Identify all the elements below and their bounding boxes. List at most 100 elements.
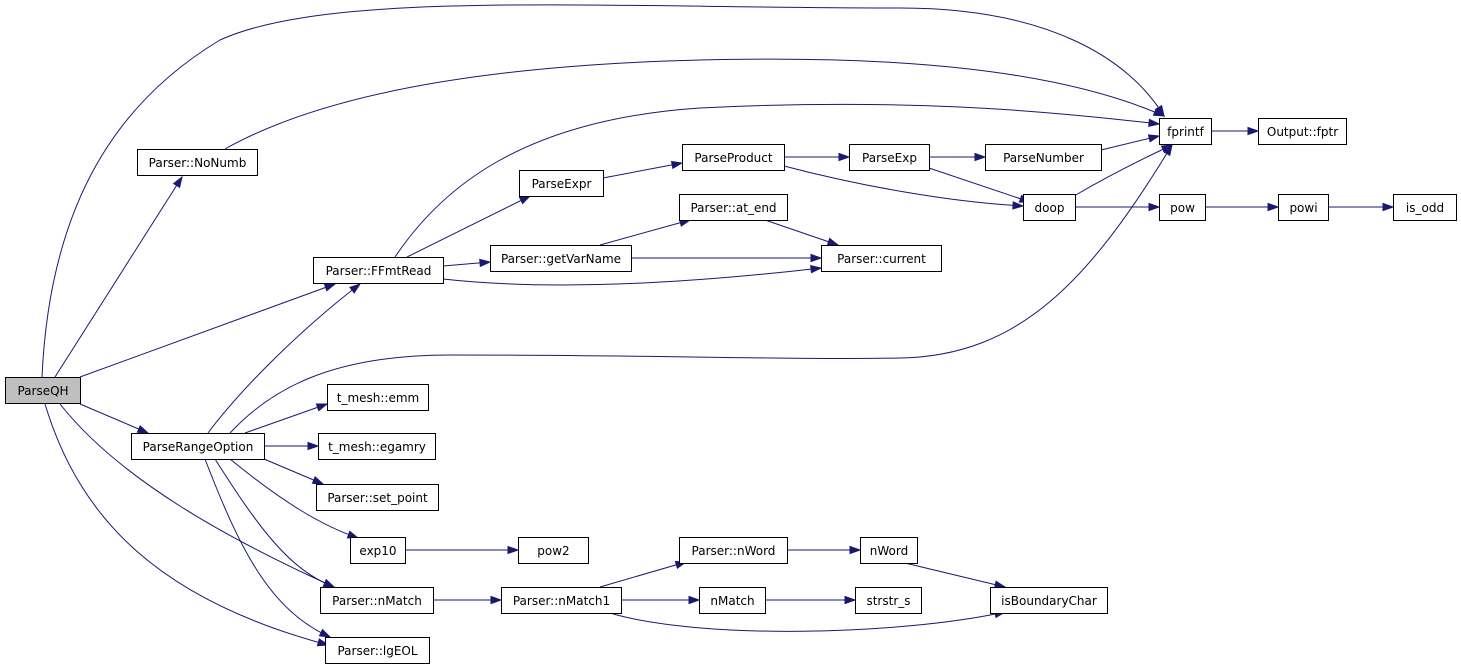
node-atEnd[interactable]: Parser::at_end [679, 194, 788, 221]
edge-arrowhead [307, 441, 320, 451]
node-outputFptr[interactable]: Output::fptr [1258, 118, 1347, 145]
node-label: isBoundaryChar [1001, 594, 1097, 608]
node-parseRange[interactable]: ParseRangeOption [131, 433, 265, 460]
edge-parseRange-to-emm [244, 403, 329, 434]
node-box [318, 433, 436, 460]
node-strstrS[interactable]: strstr_s [855, 587, 922, 614]
node-box [679, 194, 788, 221]
node-nWord[interactable]: nWord [860, 537, 918, 564]
node-box [990, 587, 1108, 614]
edge-parseqh-to-parseRange [79, 403, 150, 434]
node-current[interactable]: Parser::current [821, 245, 942, 272]
edge-arrowhead [1152, 107, 1166, 117]
node-label: t_mesh::egamry [328, 440, 426, 454]
edge-arrowhead [322, 579, 336, 588]
edge-nMatch1-to-isBoundary [609, 610, 1007, 632]
node-label: Parser::nMatch1 [513, 594, 610, 608]
node-box [1159, 118, 1212, 145]
edge-line [599, 219, 691, 246]
edge-nMatch-to-nMatch1 [433, 595, 503, 605]
node-box [313, 257, 444, 284]
edge-arrowhead [826, 237, 840, 246]
node-label: Parser::set_point [327, 491, 428, 505]
node-parseNumber[interactable]: ParseNumber [985, 144, 1102, 171]
edge-line [244, 403, 328, 434]
node-label: Parser::FFmtRead [326, 264, 432, 278]
node-isOdd[interactable]: is_odd [1393, 194, 1457, 221]
node-nMatch1[interactable]: Parser::nMatch1 [501, 587, 622, 614]
node-label: Output::fptr [1267, 125, 1338, 139]
edge-arrowhead [849, 545, 862, 555]
node-powi[interactable]: powi [1278, 194, 1329, 221]
node-parseqh[interactable]: ParseQH [5, 377, 81, 404]
node-label: t_mesh::emm [337, 391, 419, 405]
node-box [327, 384, 429, 411]
edge-ffmtread-to-fprintf [394, 103, 1161, 258]
edge-arrowhead [323, 283, 337, 292]
edge-line [229, 144, 1173, 434]
node-doop[interactable]: doop [1023, 194, 1076, 221]
node-emm[interactable]: t_mesh::emm [327, 384, 429, 411]
edge-line [44, 403, 329, 646]
node-label: doop [1035, 201, 1065, 215]
edge-exp10-to-pow2 [405, 545, 520, 555]
node-label: Parser::lgEOL [337, 644, 417, 658]
node-label: Parser::current [837, 252, 926, 266]
node-box [679, 537, 788, 564]
node-box [350, 537, 406, 564]
node-parseExpr[interactable]: ParseExpr [519, 170, 604, 197]
edge-atEnd-to-current [764, 219, 840, 246]
node-box [137, 149, 258, 176]
call-graph-edges [41, 4, 1395, 647]
node-isBoundary[interactable]: isBoundaryChar [990, 587, 1108, 614]
edge-line [904, 562, 1006, 588]
node-box [518, 537, 589, 564]
edge-line [764, 219, 839, 246]
edge-parseExp-to-parseNumber [929, 152, 987, 162]
node-lgEOL[interactable]: Parser::lgEOL [325, 637, 430, 664]
node-pow2[interactable]: pow2 [518, 537, 589, 564]
edge-parseProduct-to-doop [783, 165, 1025, 210]
edge-noNumb-to-fprintf [224, 58, 1166, 150]
edge-line [783, 165, 1024, 207]
edge-arrowhead [1162, 143, 1173, 157]
edge-line [406, 195, 531, 258]
node-egamry[interactable]: t_mesh::egamry [318, 433, 436, 460]
edge-parseNumber-to-fprintf [1100, 134, 1161, 151]
node-noNumb[interactable]: Parser::NoNumb [137, 149, 258, 176]
node-parseProduct[interactable]: ParseProduct [682, 144, 785, 171]
node-nMatch[interactable]: Parser::nMatch [320, 587, 434, 614]
node-pow[interactable]: pow [1159, 194, 1206, 221]
node-setPoint[interactable]: Parser::set_point [316, 484, 439, 511]
node-getVarName[interactable]: Parser::getVarName [490, 245, 632, 272]
node-label: strstr_s [866, 594, 910, 608]
node-ffmtread[interactable]: Parser::FFmtRead [313, 257, 444, 284]
node-label: ParseNumber [1003, 151, 1084, 165]
edge-parseqh-to-ffmtread [79, 283, 337, 378]
edge-arrowhead [1012, 201, 1025, 210]
edge-arrowhead [810, 253, 823, 263]
node-box [682, 144, 785, 171]
edge-arrowhead [507, 545, 520, 555]
edge-arrowhead [838, 152, 851, 162]
node-label: Parser::nWord [692, 544, 776, 558]
edge-arrowhead [974, 152, 987, 162]
edge-arrowhead [844, 595, 857, 605]
node-label: powi [1289, 201, 1317, 215]
node-box [985, 144, 1102, 171]
node-nMatchFn[interactable]: nMatch [699, 587, 766, 614]
node-parseExp[interactable]: ParseExp [849, 144, 930, 171]
edge-line [54, 176, 183, 378]
node-pnWord[interactable]: Parser::nWord [679, 537, 788, 564]
node-exp10[interactable]: exp10 [350, 537, 406, 564]
edge-arrowhead [688, 595, 701, 605]
node-label: pow2 [537, 544, 569, 558]
edge-arrowhead [1148, 202, 1161, 212]
node-fprintf[interactable]: fprintf [1159, 118, 1212, 145]
edge-arrowhead [311, 476, 325, 485]
edge-line [599, 561, 687, 588]
node-box [320, 587, 434, 614]
edge-doop-to-pow [1075, 202, 1161, 212]
node-label: ParseProduct [694, 151, 772, 165]
node-label: nWord [870, 544, 908, 558]
